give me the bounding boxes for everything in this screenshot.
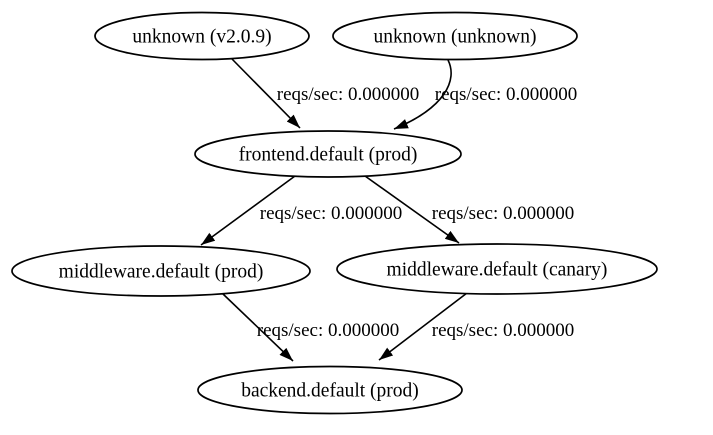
edge-frontend-to-middleware-prod: reqs/sec: 0.000000 — [200, 175, 402, 246]
node-unknown-v2-0-9: unknown (v2.0.9) — [94, 11, 310, 61]
edge-line-middleware-canary-to-backend — [378, 292, 468, 361]
node-unknown-unknown: unknown (unknown) — [332, 11, 578, 61]
edge-label-frontend-to-middleware-canary: reqs/sec: 0.000000 — [432, 203, 574, 224]
edge-unknown-v209-to-frontend: reqs/sec: 0.000000 — [231, 58, 419, 129]
edge-label-middleware-canary-to-backend: reqs/sec: 0.000000 — [432, 320, 574, 341]
node-ellipse-frontend-default-prod — [194, 130, 462, 178]
edge-label-middleware-prod-to-backend: reqs/sec: 0.000000 — [257, 320, 399, 341]
node-middleware-default-canary: middleware.default (canary) — [336, 243, 658, 295]
edge-frontend-to-middleware-canary: reqs/sec: 0.000000 — [364, 175, 574, 244]
edge-label-frontend-to-middleware-prod: reqs/sec: 0.000000 — [260, 203, 402, 224]
node-ellipse-unknown-v2-0-9 — [94, 11, 310, 61]
node-ellipse-middleware-default-canary — [336, 243, 658, 295]
edge-middleware-canary-to-backend: reqs/sec: 0.000000 — [378, 292, 574, 361]
node-ellipse-unknown-unknown — [332, 11, 578, 61]
node-label-middleware-default-prod: middleware.default (prod) — [59, 262, 264, 283]
edge-label-unknown-v209-to-frontend: reqs/sec: 0.000000 — [277, 84, 419, 105]
edge-line-unknown-unknown-to-frontend — [393, 59, 452, 130]
edge-middleware-prod-to-backend: reqs/sec: 0.000000 — [222, 293, 399, 362]
node-label-frontend-default-prod: frontend.default (prod) — [239, 145, 418, 166]
edge-unknown-unknown-to-frontend: reqs/sec: 0.000000 — [393, 59, 577, 130]
node-label-middleware-default-canary: middleware.default (canary) — [387, 260, 608, 281]
node-middleware-default-prod: middleware.default (prod) — [11, 245, 311, 297]
edge-line-frontend-to-middleware-prod — [200, 175, 296, 246]
node-label-unknown-unknown: unknown (unknown) — [373, 27, 536, 48]
edge-line-frontend-to-middleware-canary — [364, 175, 460, 244]
node-label-backend-default-prod: backend.default (prod) — [241, 381, 419, 402]
edge-line-unknown-v209-to-frontend — [231, 58, 301, 129]
node-label-unknown-v2-0-9: unknown (v2.0.9) — [132, 27, 271, 48]
node-ellipse-backend-default-prod — [197, 365, 463, 415]
edge-label-unknown-unknown-to-frontend: reqs/sec: 0.000000 — [435, 84, 577, 105]
node-ellipse-middleware-default-prod — [11, 245, 311, 297]
node-backend-default-prod: backend.default (prod) — [197, 365, 463, 415]
edge-line-middleware-prod-to-backend — [222, 293, 294, 362]
node-frontend-default-prod: frontend.default (prod) — [194, 130, 462, 178]
